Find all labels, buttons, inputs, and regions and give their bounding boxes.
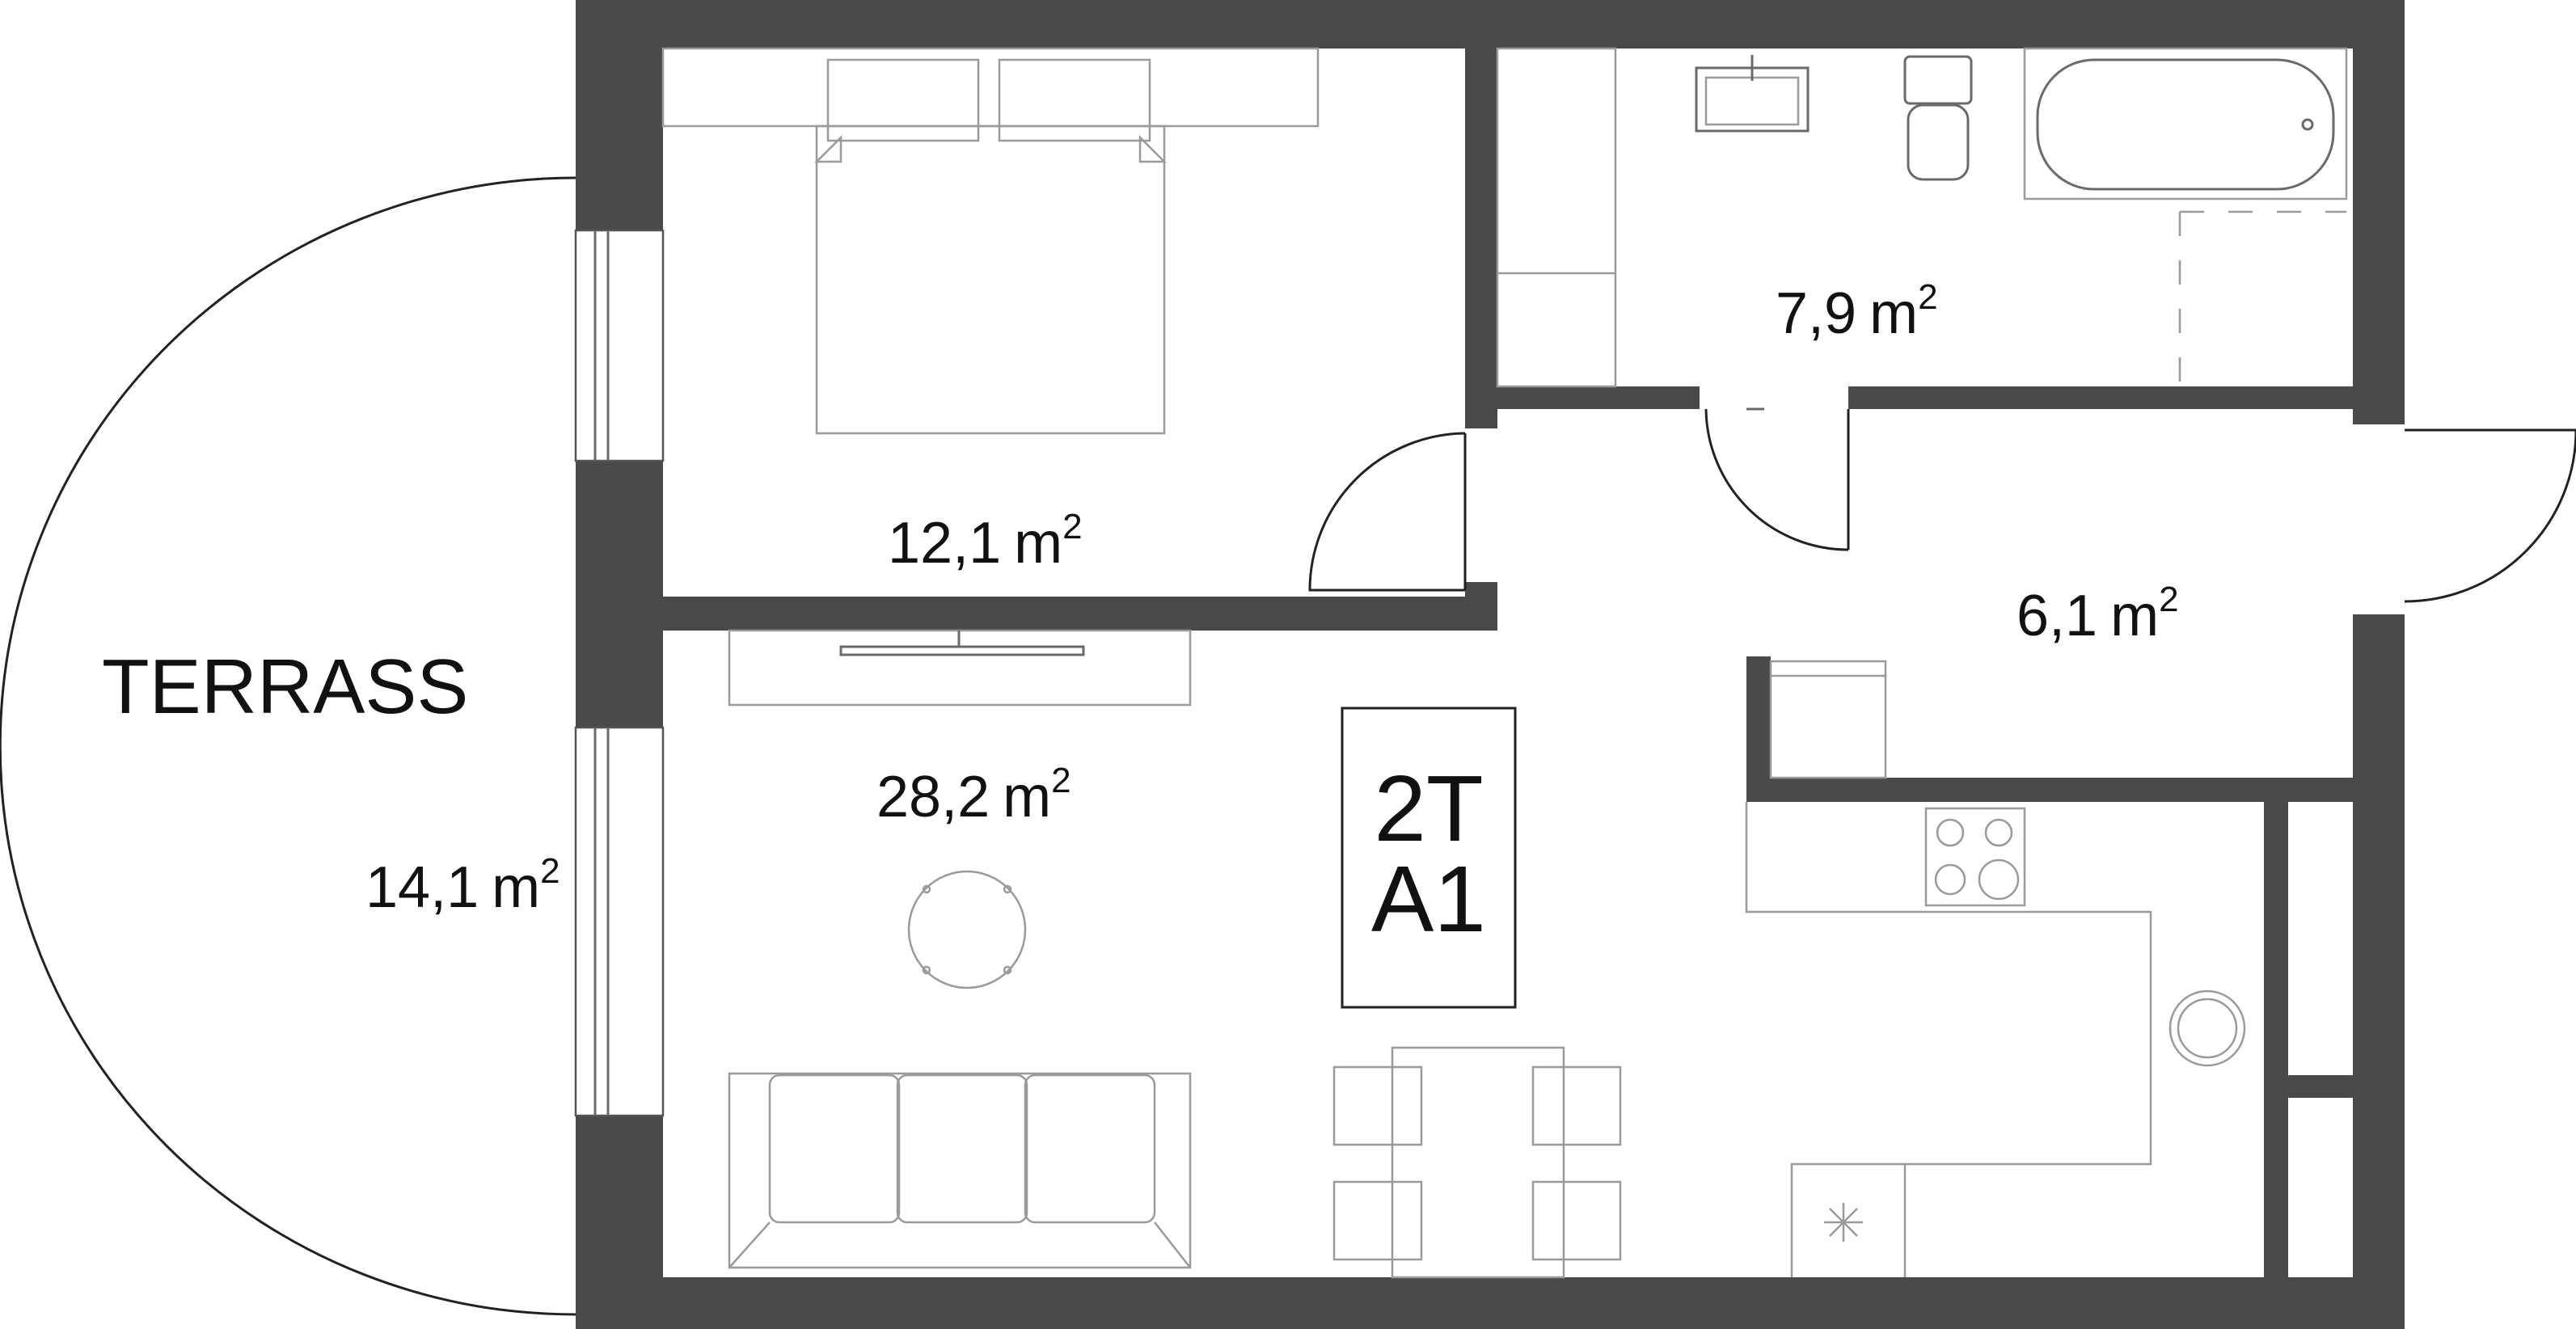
hallway-area-value: 6,1 bbox=[2016, 584, 2097, 648]
bathroom-area-unit: m bbox=[1869, 281, 1918, 346]
windows bbox=[574, 229, 665, 1117]
terrace-area-value: 14,1 bbox=[365, 855, 479, 920]
bedroom-area-unit: m bbox=[1014, 511, 1062, 576]
bedroom-area-value: 12,1 bbox=[888, 511, 1001, 576]
doors bbox=[1308, 408, 2576, 603]
living-kitchen-area-unit: m bbox=[1003, 765, 1051, 829]
bedroom-area-exp: 2 bbox=[1062, 507, 1082, 546]
hallway-closet bbox=[1769, 660, 1887, 779]
terrace-area-exp: 2 bbox=[540, 851, 560, 891]
bathroom-area-value: 7,9 bbox=[1776, 281, 1856, 346]
interior-walls bbox=[663, 49, 2353, 1277]
bathroom-fixtures bbox=[1496, 47, 2348, 411]
round-table bbox=[907, 870, 1027, 989]
unit-code-line2: A1 bbox=[1371, 846, 1486, 951]
unit-code-line1: 2T bbox=[1374, 756, 1483, 861]
tv-unit bbox=[728, 629, 1192, 707]
hallway-area-unit: m bbox=[2110, 584, 2159, 648]
exterior-walls bbox=[576, 0, 2405, 1329]
hallway-area-exp: 2 bbox=[2159, 580, 2178, 619]
living-kitchen-area-exp: 2 bbox=[1051, 761, 1071, 800]
sofa bbox=[728, 1072, 1192, 1269]
dining-set bbox=[1332, 1046, 1622, 1279]
unit-code-box bbox=[1341, 707, 1517, 1009]
terrace-area-unit: m bbox=[492, 855, 540, 920]
bathroom-area-exp: 2 bbox=[1918, 277, 1937, 317]
kitchen-counter bbox=[1745, 802, 2246, 1277]
living-kitchen-area-value: 28,2 bbox=[876, 765, 990, 829]
terrace-outline bbox=[0, 176, 576, 1316]
bed bbox=[661, 47, 1320, 435]
terrace-label: TERRASS bbox=[102, 643, 468, 730]
